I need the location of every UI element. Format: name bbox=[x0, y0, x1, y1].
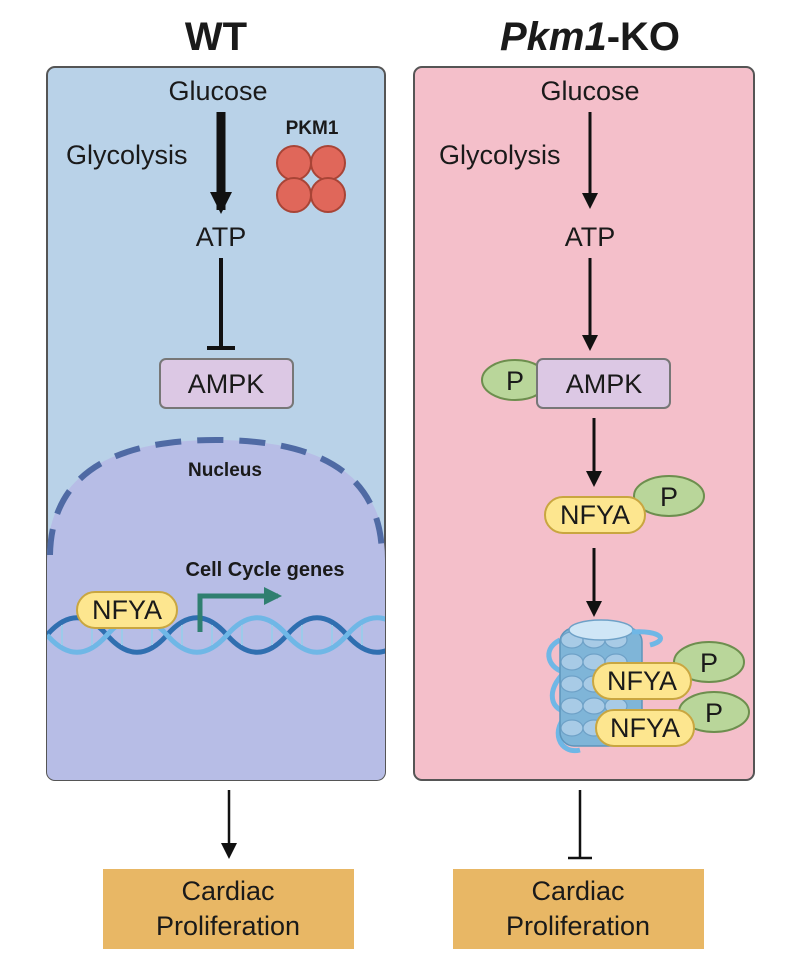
ko-ampk-box bbox=[536, 358, 671, 409]
ko-nfya-pill bbox=[544, 496, 646, 534]
wt-nucleus bbox=[47, 440, 385, 780]
ko-glucose-label: Glucose bbox=[540, 76, 639, 106]
ko-cell-panel bbox=[413, 66, 755, 781]
pkm1-tetramer-icon bbox=[276, 145, 346, 213]
ko-title-suffix: -KO bbox=[607, 15, 680, 59]
wt-outcome-line1: Cardiac bbox=[181, 876, 274, 906]
ko-outcome-line1: Cardiac bbox=[531, 876, 624, 906]
ko-chromatin-nfya-pill-2 bbox=[595, 709, 695, 747]
ko-chromatin-phospho-label-1: P bbox=[700, 648, 718, 678]
wt-outcome-line2: Proliferation bbox=[156, 911, 300, 941]
ko-chromatin-nfya-label-2: NFYA bbox=[610, 713, 680, 743]
ko-nfya-phospho-oval bbox=[633, 475, 705, 517]
ko-nfya-label: NFYA bbox=[560, 500, 630, 530]
ko-chromatin-phospho-oval-1 bbox=[673, 641, 745, 683]
wt-pkm1-label: PKM1 bbox=[286, 118, 339, 139]
wt-atp-label: ATP bbox=[196, 222, 247, 252]
ko-title: Pkm1-KO bbox=[500, 15, 680, 59]
ko-ampk-phospho-label: P bbox=[506, 366, 524, 396]
ko-chromatin-phospho-label-2: P bbox=[705, 698, 723, 728]
wt-ampk-label: AMPK bbox=[188, 369, 265, 399]
wt-outcome-box bbox=[103, 869, 354, 949]
ko-outcome-box bbox=[453, 869, 704, 949]
ko-atp-label: ATP bbox=[565, 222, 616, 252]
wt-glycolysis-label: Glycolysis bbox=[66, 140, 188, 170]
ko-outcome-line2: Proliferation bbox=[506, 911, 650, 941]
wt-title: WT bbox=[185, 15, 247, 59]
wt-glucose-label: Glucose bbox=[168, 76, 267, 106]
ko-ampk-label: AMPK bbox=[566, 369, 643, 399]
ko-nfya-phospho-label: P bbox=[660, 482, 678, 512]
ko-glycolysis-label: Glycolysis bbox=[439, 140, 561, 170]
ko-chromatin-nfya-pill-1 bbox=[592, 662, 692, 700]
ko-title-gene: Pkm1 bbox=[500, 15, 607, 59]
wt-nuclear-envelope bbox=[47, 436, 385, 556]
wt-nfya-label: NFYA bbox=[92, 595, 162, 625]
wt-ampk-box bbox=[159, 358, 294, 409]
wt-transcription-arrow bbox=[197, 587, 282, 632]
wt-nfya-pill bbox=[76, 591, 178, 629]
wt-nucleus-label: Nucleus bbox=[188, 460, 262, 481]
ko-chromatin-nfya-label-1: NFYA bbox=[607, 666, 677, 696]
wt-cell-cycle-genes-label: Cell Cycle genes bbox=[186, 559, 345, 581]
